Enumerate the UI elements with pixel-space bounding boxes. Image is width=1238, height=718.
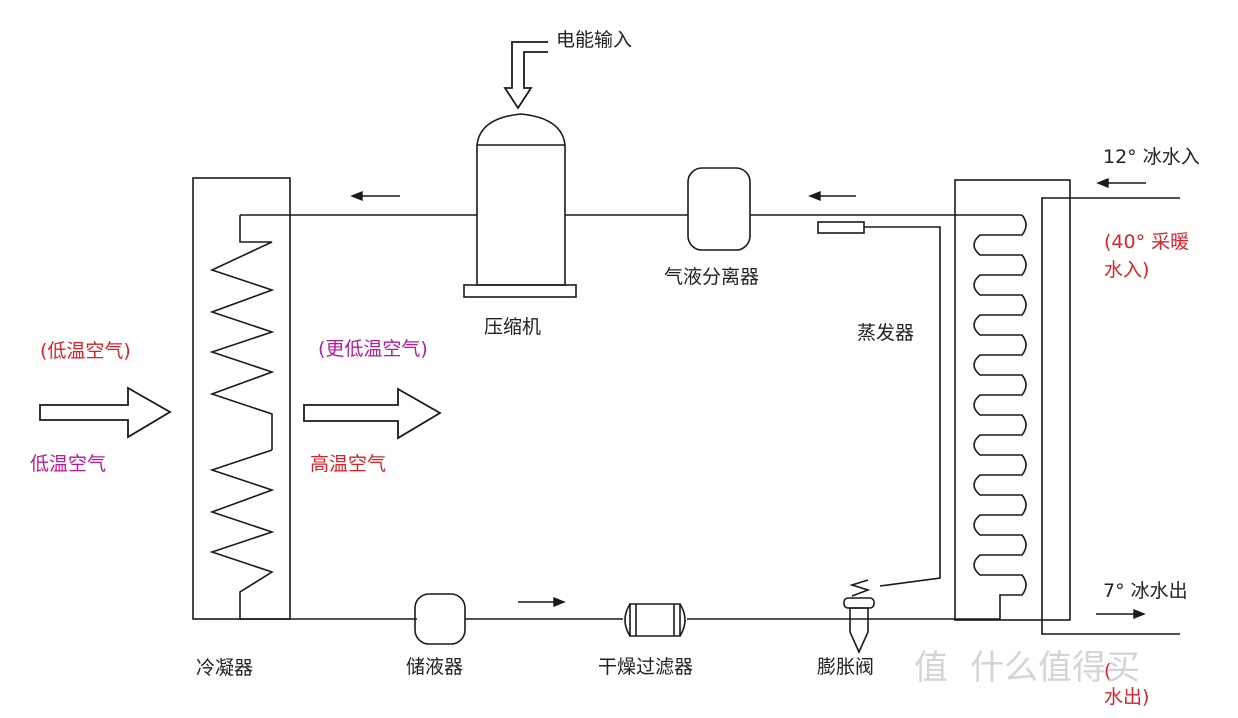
chilled-water-out-label: 7° 冰水出 [1103, 580, 1188, 602]
condenser-coil-lower [209, 449, 275, 619]
watermark-text: 什么值得买 [970, 648, 1140, 688]
low-temp-air-top-label: (低温空气) [40, 340, 131, 362]
heating-water-in-label-1: (40° 采暖 [1104, 231, 1190, 253]
compressor-label: 压缩机 [484, 316, 542, 338]
low-temp-air-bottom-label: 低温空气 [30, 453, 107, 475]
heating-water-out-label-1: ( [1104, 660, 1112, 682]
expansion-valve-body [849, 607, 869, 654]
condenser-label: 冷凝器 [196, 657, 254, 679]
compressor-body [476, 113, 566, 286]
sensor-bulb [817, 221, 865, 234]
expansion-valve-head [843, 597, 875, 609]
expansion-valve-spring [849, 579, 871, 597]
evaporator-coil [973, 214, 1027, 619]
gas-liquid-separator-label: 气液分离器 [664, 266, 760, 288]
flow-arrows [350, 177, 1146, 620]
power-input-label: 电能输入 [556, 29, 633, 51]
high-temp-air-label: 高温空气 [310, 453, 387, 475]
condenser-coil-upper [209, 215, 275, 450]
lower-temp-air-label: (更低温空气) [318, 338, 428, 360]
receiver-label: 储液器 [406, 656, 464, 678]
receiver-tank [414, 593, 466, 645]
power-input-arrow [503, 41, 548, 110]
capillary-tube [864, 226, 941, 587]
condenser-box [192, 177, 291, 620]
air-outlet-arrow [303, 387, 442, 440]
expansion-valve-label: 膨胀阀 [817, 656, 875, 678]
gas-liquid-separator [687, 167, 751, 251]
evaporator-label: 蒸发器 [857, 322, 915, 344]
dryer-filter-label: 干燥过滤器 [598, 656, 694, 678]
chilled-water-in-label: 12° 冰水入 [1103, 146, 1200, 168]
water-pipe [1041, 197, 1180, 635]
dryer-filter [629, 603, 681, 637]
heating-water-out-label-2: 水出) [1104, 686, 1150, 708]
heating-water-in-label-2: 水入) [1104, 259, 1150, 281]
compressor-base [463, 284, 577, 298]
air-inlet-arrow [39, 386, 172, 439]
watermark-icon: 值 [914, 648, 948, 688]
evaporator-box [954, 179, 1071, 621]
